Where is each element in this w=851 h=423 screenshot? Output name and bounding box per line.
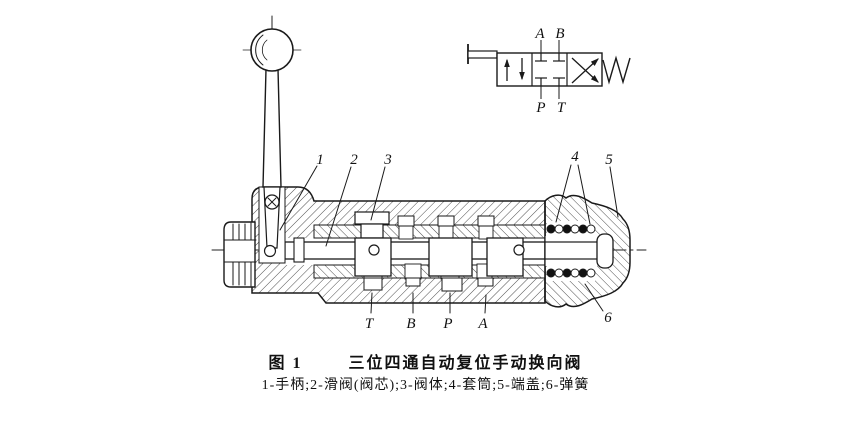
section-port-labels: T B P A	[365, 316, 489, 332]
ball-shading-arc-inner	[261, 39, 268, 61]
spring-seat	[596, 233, 614, 269]
leader-line-6	[584, 283, 604, 312]
part-label-spring: 6	[604, 310, 612, 326]
port-label-a: A	[477, 316, 488, 332]
symbol-port-a: A	[534, 26, 545, 42]
lever-ball-end	[263, 244, 277, 258]
sleeve-top	[313, 224, 546, 239]
leader-line-4a	[555, 164, 572, 223]
leader-line-5	[609, 166, 619, 218]
part-label-spool: 2	[350, 152, 358, 168]
symbol-port-p: P	[535, 100, 545, 116]
handle-lever	[250, 28, 294, 258]
leader-line-3	[370, 166, 386, 221]
symbol-spring	[602, 55, 631, 85]
spool-clip	[293, 237, 305, 263]
part-label-sleeve: 4	[571, 149, 579, 165]
port-label-p: P	[442, 316, 452, 332]
port-label-b: B	[406, 316, 415, 332]
figure-legend: 1-手柄;2-滑阀(阀芯);3-阀体;4-套筒;5-端盖;6-弹簧	[261, 378, 590, 393]
left-end-cap	[223, 221, 257, 288]
port-label-t: T	[365, 316, 375, 332]
spring-bottom	[546, 268, 596, 278]
pivot-screw-slot2	[267, 197, 277, 207]
symbol-lever-rod	[467, 50, 498, 59]
bottom-port-notches	[363, 277, 494, 292]
symbol-port-b: B	[555, 26, 564, 42]
handle-ball	[250, 28, 294, 72]
part-label-handle: 1	[316, 152, 324, 168]
leader-line-4b	[577, 164, 591, 225]
part-number-labels: 1 2 3 4 5 6	[316, 149, 613, 326]
leader-line-a	[484, 294, 487, 314]
spring-top	[546, 224, 596, 234]
part-leaders	[279, 164, 619, 314]
body-port-bosses	[397, 215, 495, 227]
symbol-port-lines	[540, 40, 560, 99]
symbol-port-labels: A B P T	[534, 26, 566, 116]
ball-shading-arc	[255, 34, 264, 66]
figure-caption: 图 1 三位四通自动复位手动换向阀	[0, 349, 851, 373]
cross-flow-arrow-2	[571, 57, 599, 83]
part-label-end-cap: 5	[605, 152, 613, 168]
spool-drain-hole-right	[513, 244, 525, 256]
spool-rod-end	[544, 241, 601, 260]
cross-flow-arrow-1	[571, 58, 599, 84]
figure-title: 三位四通自动复位手动换向阀	[348, 355, 583, 372]
handle-shaft	[262, 68, 282, 188]
symbol-port-t: T	[557, 100, 567, 116]
valve-section-view: 1 2 3 4 5 6 T B P A	[211, 15, 647, 332]
leader-line-2	[325, 166, 352, 247]
hydraulic-symbol: A B P T	[467, 26, 631, 116]
spool-lands	[354, 237, 524, 277]
part-label-body: 3	[383, 152, 392, 168]
spool-drain-hole-left	[368, 244, 380, 256]
figure-number: 图 1	[268, 355, 303, 372]
leader-line-t	[370, 292, 373, 314]
blocked-ports-center	[535, 53, 565, 86]
leader-line-1	[279, 165, 318, 231]
